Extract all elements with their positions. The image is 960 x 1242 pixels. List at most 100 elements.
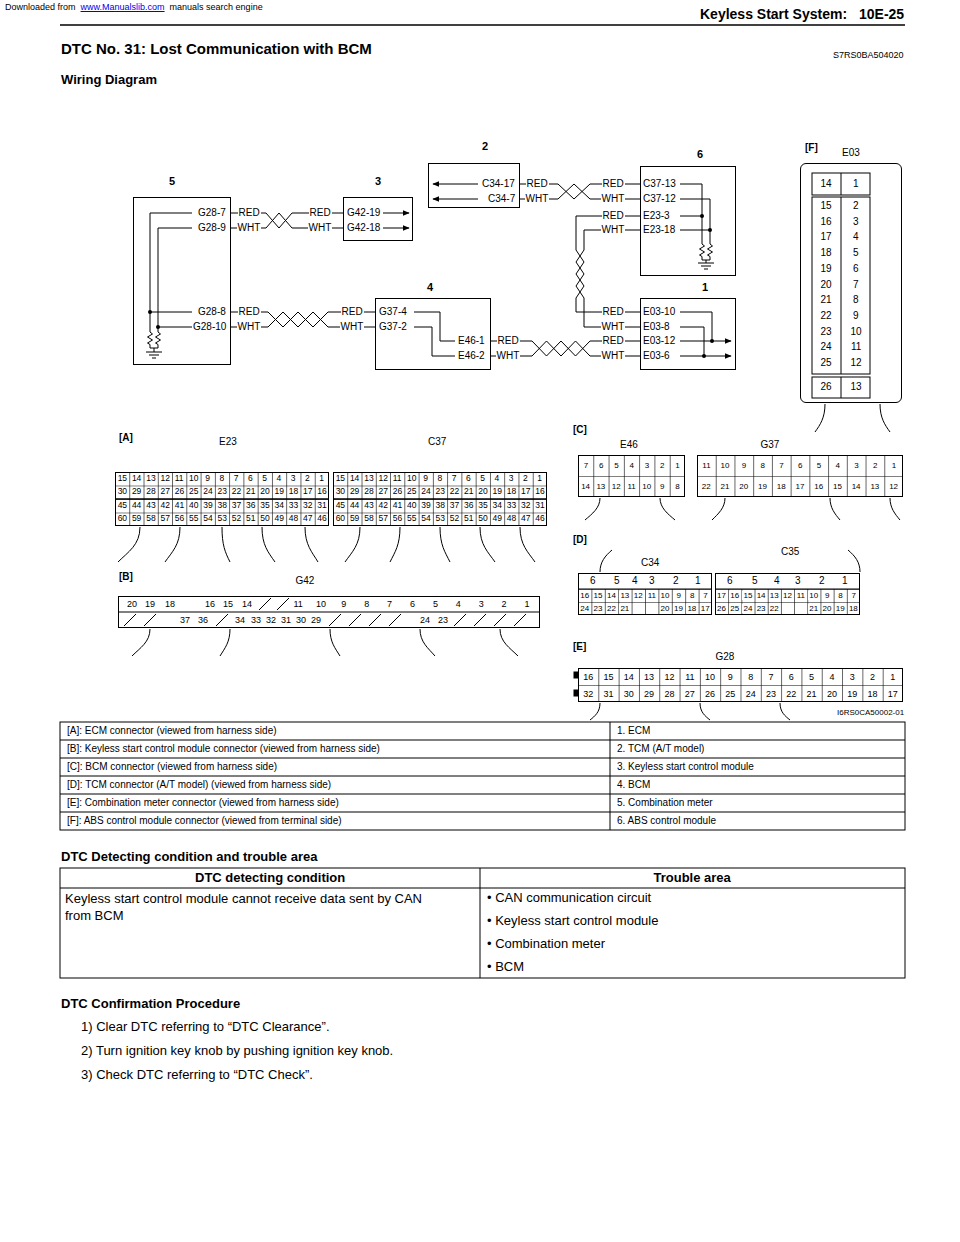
pin-label: 2 [872, 461, 878, 470]
pin-label: 53 [434, 514, 445, 524]
pin-label: 58 [145, 514, 156, 524]
part-label: C34 [640, 557, 660, 569]
table-cell: • Keyless start control module [486, 914, 659, 929]
pin-label: 23 [765, 689, 777, 699]
pin-label: 15 [742, 591, 753, 600]
wire-color: WHT [496, 350, 521, 362]
pin-label: 25 [188, 487, 199, 497]
pin-label: 2 [659, 461, 665, 470]
pin-label: 7 [767, 672, 774, 682]
pin-label: 56 [174, 514, 185, 524]
pin-label: 12 [850, 357, 863, 369]
pin-label: 31 [534, 501, 545, 511]
page-number: 10E-25 [858, 6, 905, 22]
pin-label: 21 [720, 482, 731, 491]
wire-color: RED [238, 207, 261, 219]
pin-label: 53 [216, 514, 227, 524]
pin-label: 29 [349, 487, 360, 497]
pin-label: 16 [582, 672, 594, 682]
pin-label: 1 [694, 575, 702, 587]
table-cell: 6. ABS control module [616, 815, 717, 827]
pin-label: 8 [674, 482, 680, 491]
pin-label: 22 [449, 487, 460, 497]
pin-label: 40 [406, 501, 417, 511]
pin-label: 13 [595, 482, 606, 491]
connector-grid [333, 472, 547, 526]
pin-label: 1 [524, 599, 531, 609]
pin-label: 42 [377, 501, 388, 511]
pin-label: 39 [420, 501, 431, 511]
view-letter: [B] [118, 571, 134, 583]
pin-label: 43 [363, 501, 374, 511]
pin-label: 26 [704, 689, 716, 699]
part-label: E23 [218, 436, 238, 448]
pin-label: 56 [392, 514, 403, 524]
connector-grid [841, 197, 842, 374]
internal-circuit [146, 332, 162, 358]
pin-label: 38 [434, 501, 445, 511]
pin-label: 17 [520, 487, 531, 497]
wire-color: RED [238, 306, 261, 318]
pin-label: 13 [869, 482, 880, 491]
pin-label: 31 [316, 501, 327, 511]
pin-label: 19 [757, 482, 768, 491]
pin-label: 6 [788, 672, 795, 682]
table-cell: Keyless start control module cannot rece… [64, 891, 451, 925]
footer-link: www.Manualslib.com [80, 2, 166, 12]
section-code: S7RS0BA504020 [832, 50, 905, 60]
pin-label: 26 [716, 604, 727, 613]
wire-color: RED [602, 306, 625, 318]
connector-grid [124, 614, 526, 626]
pin-label: 37 [231, 501, 242, 511]
wire-color: WHT [601, 224, 626, 236]
pin-label: 2 [304, 474, 311, 484]
pin-label: 11 [174, 474, 185, 484]
connector-grid [812, 173, 870, 195]
wire-connector [576, 216, 640, 312]
pin-label: 7 [386, 599, 393, 609]
pin-label: 42 [159, 501, 170, 511]
pin-label: 22 [769, 604, 780, 613]
pin-label: 33 [288, 501, 299, 511]
pin-label: 4 [494, 474, 501, 484]
table-rule [60, 722, 905, 830]
pin-label: 8 [760, 461, 766, 470]
pin-label: 2 [818, 575, 826, 587]
part-label: 1 [701, 281, 709, 294]
pin-label: 9 [741, 461, 747, 470]
wire-color: WHT [308, 222, 333, 234]
pin-label: 9 [727, 672, 734, 682]
pin-label: 9 [340, 599, 347, 609]
pin-label: G37-4 [378, 306, 408, 318]
pin-label: 5 [261, 474, 268, 484]
pin-label: 37 [179, 615, 191, 625]
pin-label: 29 [131, 487, 142, 497]
table-cell: [C]: BCM connector (viewed from harness … [66, 761, 278, 773]
pin-label: 15 [602, 672, 614, 682]
connector-view: G3711109876543212221201918171615141312 [697, 455, 903, 497]
pin-label: 23 [820, 326, 833, 338]
internal-circuit [146, 184, 731, 358]
pin-label: 6 [726, 575, 734, 587]
pin-label: 4 [773, 575, 781, 587]
pin-label: 18 [848, 604, 859, 613]
pin-label: 23 [437, 615, 449, 625]
pin-label: 4 [455, 599, 462, 609]
wire-color: WHT [525, 193, 550, 205]
harness-wire [118, 404, 900, 720]
white-wire [231, 184, 640, 356]
pin-label: 32 [520, 501, 531, 511]
pin-label: 10 [808, 591, 819, 600]
pin-label: 8 [852, 294, 860, 306]
pin-label: 5 [808, 672, 815, 682]
pin-label: 20 [126, 599, 138, 609]
wire-color: WHT [237, 222, 262, 234]
pin-label: 12 [159, 474, 170, 484]
pin-label: 5 [852, 247, 860, 259]
pin-label: G28-9 [197, 222, 227, 234]
pin-label: 23 [434, 487, 445, 497]
pin-label: 57 [159, 514, 170, 524]
pin-label: 24 [420, 487, 431, 497]
pin-label: 59 [131, 514, 142, 524]
pin-label: 20 [660, 604, 671, 613]
